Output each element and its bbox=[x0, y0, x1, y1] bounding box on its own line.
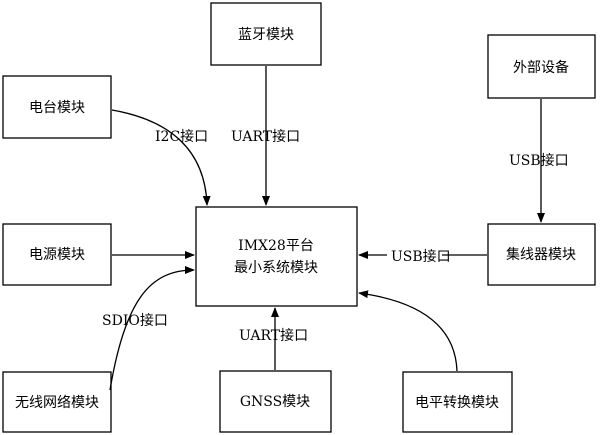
node-label-line: 电台模块 bbox=[29, 100, 85, 116]
edge-external-hub: USB接口 bbox=[509, 99, 569, 223]
node-label-line: 蓝牙模块 bbox=[238, 27, 294, 43]
edge-label-external-hub: USB接口 bbox=[509, 152, 569, 169]
node-radio: 电台模块 bbox=[2, 75, 112, 139]
node-hub: 集线器模块 bbox=[487, 223, 596, 286]
node-external: 外部设备 bbox=[487, 34, 596, 99]
node-gnss: GNSS模块 bbox=[219, 370, 332, 433]
edge-label-wireless-center: SDIO接口 bbox=[102, 312, 168, 329]
node-wireless-label: 无线网络模块 bbox=[15, 395, 99, 411]
node-label-line: 最小系统模块 bbox=[234, 260, 318, 276]
edge-hub-center: USB接口 bbox=[358, 248, 487, 265]
node-power: 电源模块 bbox=[2, 223, 112, 286]
edge-level-center bbox=[358, 290, 458, 372]
edge-gnss-center: UART接口 bbox=[239, 307, 308, 370]
node-hub-label: 集线器模块 bbox=[506, 246, 576, 263]
edge-wireless-center: SDIO接口 bbox=[102, 266, 195, 391]
edge-label-bluetooth-center: UART接口 bbox=[231, 128, 300, 145]
node-center: IMX28平台最小系统模块 bbox=[195, 206, 358, 307]
node-radio-label: 电台模块 bbox=[29, 100, 85, 116]
edge-label-gnss-center: UART接口 bbox=[239, 327, 308, 344]
edge-radio-center: I2C接口 bbox=[111, 109, 211, 206]
node-label-line: 电平转换模块 bbox=[415, 394, 499, 411]
edge-label-radio-center: I2C接口 bbox=[155, 128, 208, 145]
node-label-line: GNSS模块 bbox=[240, 394, 310, 410]
node-level-label: 电平转换模块 bbox=[415, 394, 499, 411]
node-bluetooth: 蓝牙模块 bbox=[210, 2, 322, 66]
node-bluetooth-label: 蓝牙模块 bbox=[238, 27, 294, 43]
node-label-line: IMX28平台 bbox=[238, 238, 314, 254]
node-wireless: 无线网络模块 bbox=[2, 371, 112, 433]
node-level: 电平转换模块 bbox=[402, 371, 513, 433]
node-power-label: 电源模块 bbox=[29, 247, 85, 263]
node-external-label: 外部设备 bbox=[513, 59, 569, 76]
node-label-line: 外部设备 bbox=[513, 59, 569, 76]
node-label-line: 无线网络模块 bbox=[15, 395, 99, 411]
node-center-label: IMX28平台最小系统模块 bbox=[234, 238, 318, 276]
edge-bluetooth-center: UART接口 bbox=[231, 66, 300, 206]
node-label-line: 集线器模块 bbox=[506, 246, 576, 263]
edge-label-hub-center: USB接口 bbox=[391, 248, 451, 265]
node-label-line: 电源模块 bbox=[29, 247, 85, 263]
node-gnss-label: GNSS模块 bbox=[240, 394, 310, 410]
